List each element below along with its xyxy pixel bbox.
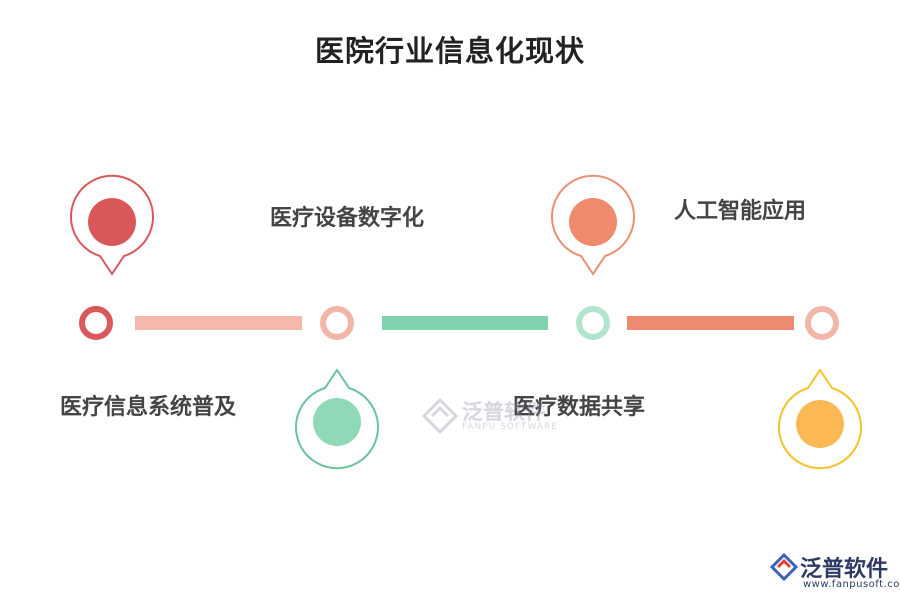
map-pin-icon-3 <box>551 174 635 276</box>
map-pin-icon-1 <box>70 174 154 276</box>
step-label-1: 医疗信息系统普及 <box>60 394 237 420</box>
step-label-4: 医疗数据共享 <box>513 394 646 420</box>
connector-2 <box>382 316 548 330</box>
fanpu-logo-icon <box>422 398 458 434</box>
watermark-subtext: FANPU SOFTWARE <box>462 422 558 432</box>
node-ring-4 <box>805 306 839 340</box>
watermark-text: 泛普软件 <box>462 400 546 424</box>
step-label-2: 医疗设备数字化 <box>270 205 425 231</box>
step-label-3: 人工智能应用 <box>674 198 807 224</box>
connector-1 <box>135 316 302 330</box>
brand-url: www.fanpusoft.com <box>803 579 900 590</box>
node-ring-3 <box>576 306 610 340</box>
fanpu-logo-icon <box>770 553 798 581</box>
connector-3 <box>627 316 794 330</box>
brand-name: 泛普软件 <box>800 557 889 582</box>
map-pin-icon-4 <box>778 368 862 470</box>
page-title: 医院行业信息化现状 <box>314 34 585 68</box>
node-ring-2 <box>320 306 354 340</box>
map-pin-icon-2 <box>295 368 379 470</box>
node-ring-1 <box>79 306 113 340</box>
